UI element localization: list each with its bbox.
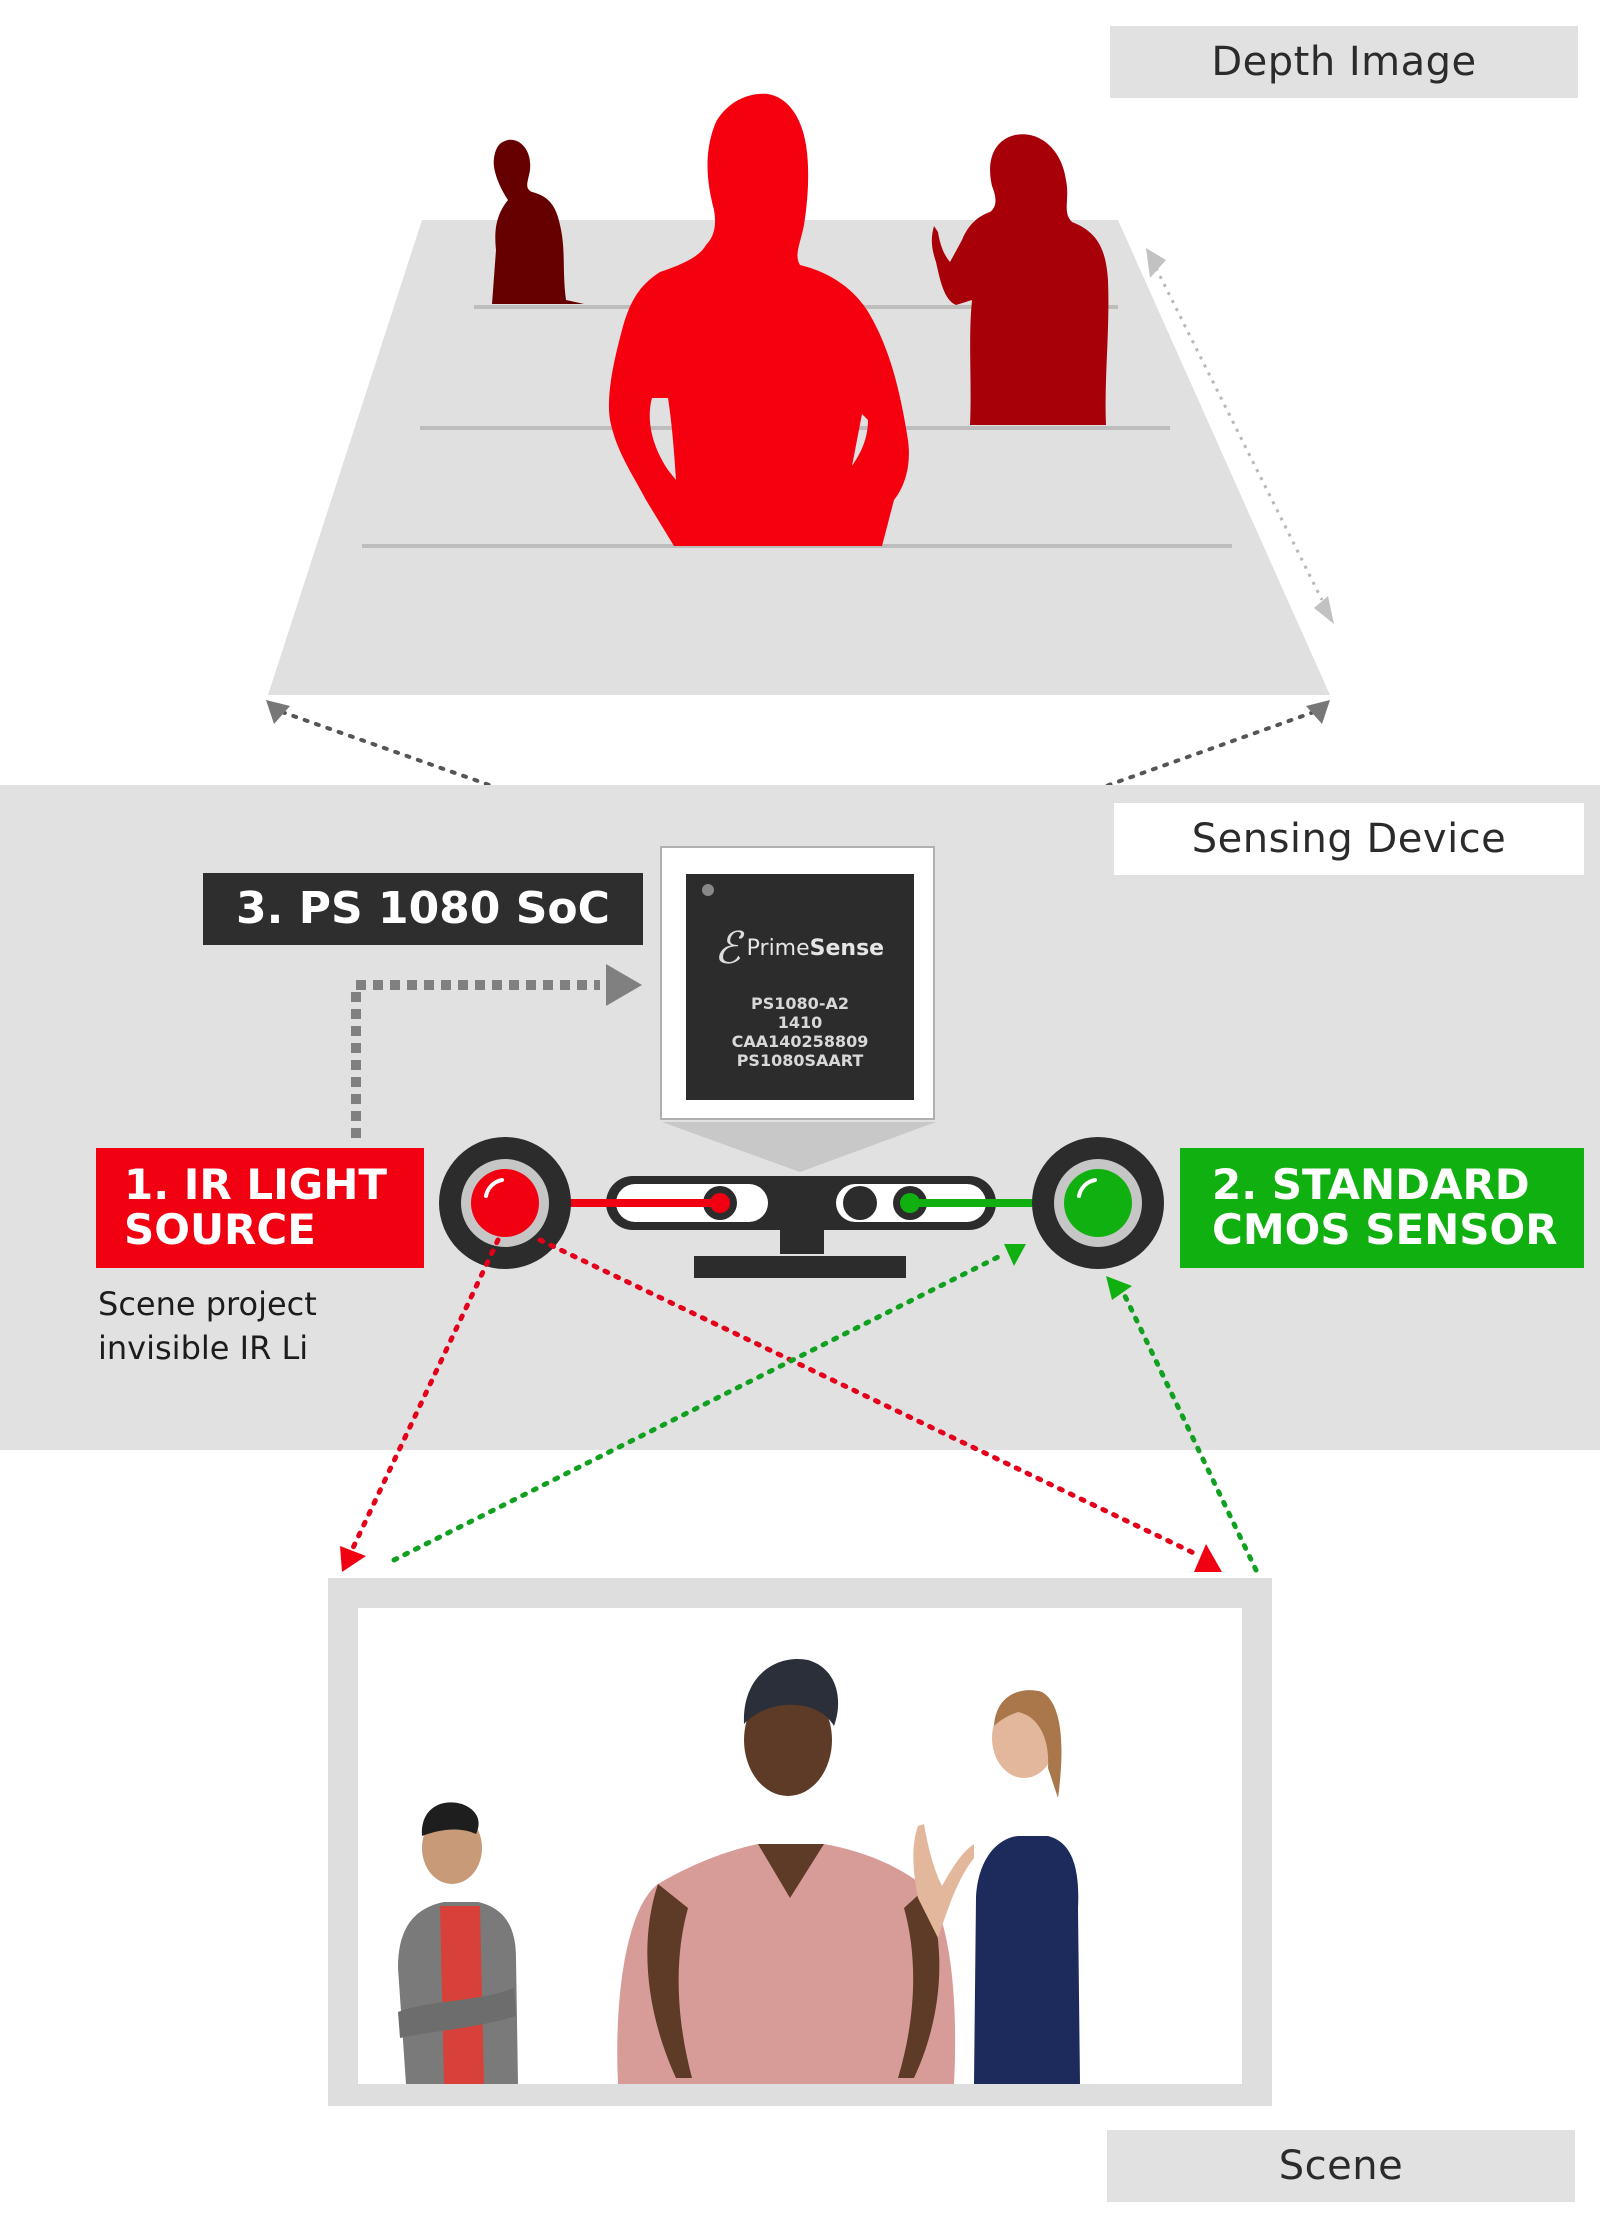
ir-ray-right-arrowhead (1194, 1544, 1222, 1572)
scene-people-illustration (398, 1658, 1080, 2084)
fov-line-right (1088, 710, 1316, 790)
fov-arrowhead-right (1306, 700, 1330, 724)
silhouette-mid-right (931, 134, 1109, 425)
primesense-logo: ℰ PrimeSense (714, 918, 904, 978)
chip-marking-line: PS1080SAART (736, 1051, 864, 1070)
primesense-logo-icon: ℰ (714, 922, 741, 974)
depth-axis-arrowhead-top (1146, 248, 1166, 278)
depth-image-label: Depth Image (1110, 26, 1578, 98)
brand-prefix: Prime (746, 935, 810, 961)
ir-description: Scene project invisible IR Li (98, 1282, 356, 1372)
depth-image-illustration (266, 93, 1334, 790)
silhouette-near-center (608, 93, 909, 546)
chip-marking-line: 1410 (777, 1013, 823, 1032)
scene-photo (358, 1608, 1242, 2084)
cmos-label-line2: CMOS SENSOR (1212, 1205, 1558, 1255)
chip-markings: PS1080-A2 1410 CAA140258809 PS1080SAART (686, 994, 914, 1070)
ir-label-line1: 1. IR LIGHT (124, 1160, 388, 1209)
person-woman-plaid-shirt (617, 1658, 956, 2084)
ir-light-source-label: 1. IR LIGHT SOURCE (96, 1148, 424, 1268)
ir-description-line1: Scene project (98, 1285, 317, 1323)
chip-marking-line: CAA140258809 (731, 1032, 869, 1051)
ir-label-line2: SOURCE (124, 1205, 316, 1255)
scene-label: Scene (1107, 2130, 1575, 2202)
person-woman-navy-dress (913, 1690, 1080, 2084)
soc-label: 3. PS 1080 SoC (203, 873, 643, 945)
fov-arrowhead-left (266, 700, 290, 724)
fov-line-left (280, 710, 510, 790)
ir-description-line2: invisible IR Li (98, 1329, 309, 1367)
silhouette-far-left (492, 139, 584, 304)
chip-pin1-dot (702, 884, 714, 896)
person-man-grey-hoodie (398, 1802, 518, 2084)
ps1080-chip: ℰ PrimeSense PS1080-A2 1410 CAA140258809… (686, 874, 914, 1100)
sensing-device-label: Sensing Device (1114, 803, 1584, 875)
ps1080-chip-frame: ℰ PrimeSense PS1080-A2 1410 CAA140258809… (660, 846, 935, 1120)
cmos-sensor-label: 2. STANDARD CMOS SENSOR (1180, 1148, 1584, 1268)
brand-suffix: Sense (809, 935, 885, 961)
scene-photo-frame (328, 1578, 1272, 2106)
cmos-label-line1: 2. STANDARD (1212, 1160, 1530, 1209)
depth-axis-arrowhead-bottom (1314, 596, 1334, 624)
ir-ray-left-arrowhead (340, 1546, 366, 1572)
chip-marking-line: PS1080-A2 (751, 994, 849, 1013)
